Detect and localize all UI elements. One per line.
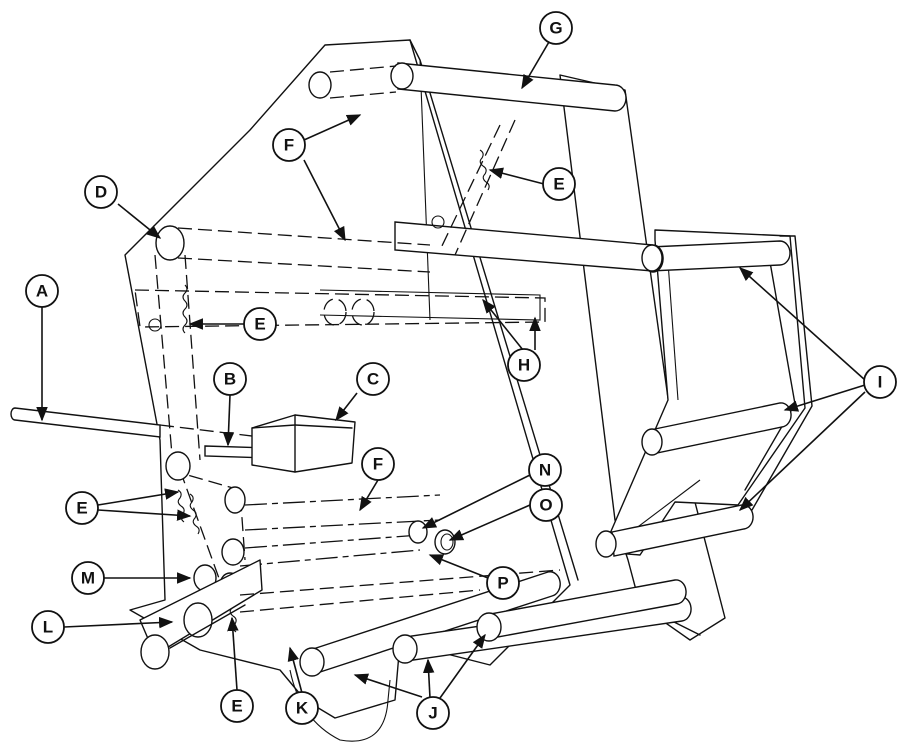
- callout-l: L: [31, 610, 65, 644]
- svg-text:C: C: [367, 370, 379, 389]
- callout-o: O: [529, 488, 563, 522]
- svg-text:E: E: [254, 315, 265, 334]
- callout-e-middle: E: [243, 307, 277, 341]
- callout-e-bottom: E: [220, 689, 254, 723]
- roller-d: [155, 225, 185, 261]
- callout-f-top: F: [272, 128, 306, 162]
- lower-rods-f-hidden: [239, 494, 441, 567]
- svg-text:A: A: [36, 282, 48, 301]
- callout-g: G: [539, 11, 573, 45]
- rod-a: [10, 407, 261, 438]
- roller-l: [139, 559, 263, 670]
- callout-m: M: [71, 561, 105, 595]
- svg-text:N: N: [539, 461, 551, 480]
- box-c: [251, 414, 356, 473]
- svg-text:M: M: [81, 569, 95, 588]
- svg-text:F: F: [284, 136, 294, 155]
- svg-text:I: I: [878, 373, 883, 392]
- svg-text:B: B: [224, 370, 236, 389]
- callout-j: J: [416, 696, 450, 730]
- svg-text:L: L: [43, 618, 53, 637]
- callout-p: P: [486, 566, 520, 600]
- right-swing-frame: [601, 229, 813, 556]
- callout-a: A: [25, 274, 59, 308]
- callout-c: C: [356, 362, 390, 396]
- callout-e-top: E: [542, 167, 576, 201]
- svg-text:O: O: [539, 496, 552, 515]
- svg-text:H: H: [518, 356, 530, 375]
- callout-f-lower: F: [361, 447, 395, 481]
- front-plate-rear-edge: [419, 59, 431, 321]
- callout-h: H: [507, 348, 541, 382]
- svg-text:D: D: [95, 183, 107, 202]
- svg-text:E: E: [553, 175, 564, 194]
- callout-d: D: [84, 175, 118, 209]
- svg-text:E: E: [231, 697, 242, 716]
- callout-b: B: [213, 362, 247, 396]
- slotted-bar-h: [134, 289, 546, 332]
- svg-text:J: J: [428, 704, 437, 723]
- svg-text:F: F: [373, 455, 383, 474]
- svg-text:K: K: [296, 699, 309, 718]
- callout-k: K: [285, 691, 319, 725]
- callout-n: N: [528, 453, 562, 487]
- callout-e-left: E: [65, 491, 99, 525]
- svg-text:G: G: [549, 19, 562, 38]
- svg-text:E: E: [76, 499, 87, 518]
- top-rod-g: [308, 62, 627, 112]
- svg-text:P: P: [497, 574, 508, 593]
- upper-rod-f: [177, 221, 664, 273]
- callout-i: I: [863, 365, 897, 399]
